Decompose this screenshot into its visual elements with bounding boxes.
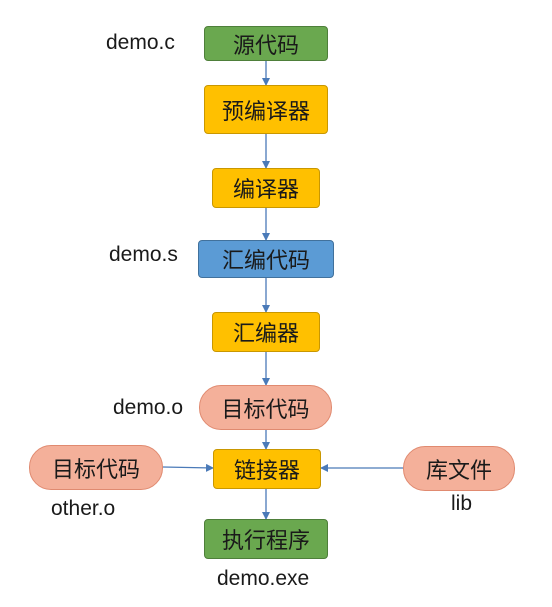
label-other-o: other.o [51,497,116,520]
label-demo-c: demo.c [106,31,175,54]
other-object-code-node: 目标代码 [29,445,163,490]
label-lib: lib [451,492,473,515]
preprocessor-node: 预编译器 [204,85,328,134]
library-node: 库文件 [403,446,515,491]
assembly-code-node: 汇编代码 [198,240,334,278]
label-demo-o: demo.o [113,396,184,419]
compiler-node: 编译器 [212,168,320,208]
assembler-node: 汇编器 [212,312,320,352]
label-demo-exe: demo.exe [217,567,310,590]
arrow-other-object-to-linker [162,463,214,472]
object-code-node: 目标代码 [199,385,332,430]
label-demo-s: demo.s [109,243,178,266]
source-code-node: 源代码 [204,26,328,61]
executable-node: 执行程序 [204,519,328,559]
linker-node: 链接器 [213,449,321,489]
